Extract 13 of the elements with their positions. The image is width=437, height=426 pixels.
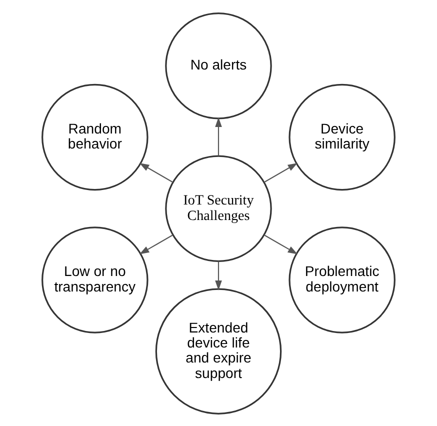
arrow — [264, 162, 298, 182]
node-circle: Low or no transparency — [42, 226, 148, 333]
arrow — [215, 260, 222, 290]
arrow — [215, 116, 222, 156]
node-circle: Problematic deployment — [288, 226, 396, 333]
node-circle: Random behavior — [42, 83, 148, 190]
node-circle: Device similarity — [288, 83, 396, 190]
arrow — [139, 234, 174, 254]
node-circle: Extended device life and expire support — [155, 288, 282, 414]
arrow — [139, 162, 174, 182]
arrow — [264, 234, 298, 254]
node-circle: IoT Security Challenges — [165, 154, 272, 262]
node-circle: No alerts — [165, 12, 272, 119]
